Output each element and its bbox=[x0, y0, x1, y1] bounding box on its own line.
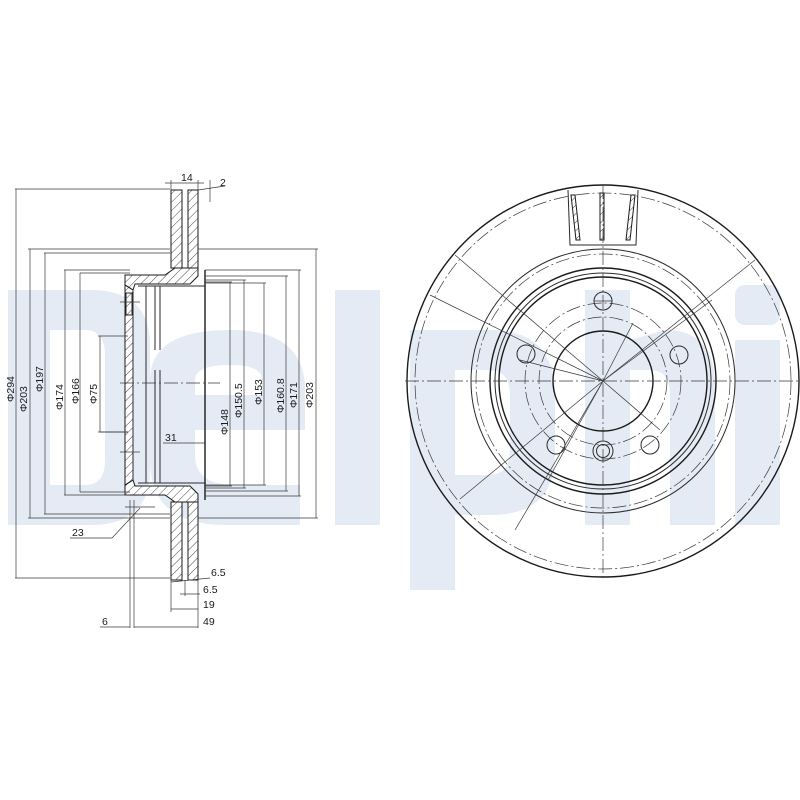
dim-diameter-150-5: Φ150.5 bbox=[233, 383, 245, 418]
dim-diameter-294: Φ294 bbox=[5, 376, 17, 402]
dim-offset-2: 2 bbox=[220, 177, 226, 189]
dim-6: 6 bbox=[102, 616, 108, 628]
dim-diameter-148: Φ148 bbox=[219, 409, 231, 435]
watermark bbox=[8, 285, 780, 590]
dim-diameter-171: Φ171 bbox=[288, 382, 300, 408]
dim-diameter-160-8: Φ160.8 bbox=[275, 378, 287, 413]
dim-49: 49 bbox=[203, 616, 215, 628]
dim-hat-depth-31: 31 bbox=[165, 432, 177, 444]
dim-6-5-a: 6.5 bbox=[211, 567, 226, 579]
front-view bbox=[405, 184, 800, 578]
dim-6-5-b: 6.5 bbox=[203, 584, 218, 596]
dim-leader-23: 23 bbox=[72, 527, 84, 539]
dim-diameter-174: Φ174 bbox=[54, 384, 66, 410]
dim-diameter-166: Φ166 bbox=[70, 378, 82, 404]
dim-diameter-203-left: Φ203 bbox=[18, 386, 30, 412]
side-section-view bbox=[15, 180, 318, 628]
dim-diameter-75: Φ75 bbox=[88, 384, 100, 404]
dim-width-14: 14 bbox=[181, 172, 193, 184]
dim-diameter-203-right: Φ203 bbox=[304, 382, 316, 408]
dim-diameter-197: Φ197 bbox=[34, 366, 46, 392]
dim-19: 19 bbox=[203, 599, 215, 611]
dim-diameter-153: Φ153 bbox=[253, 379, 265, 405]
side-view-labels: 14 2 Φ294 Φ203 Φ197 Φ174 Φ166 Φ75 Φ148 Φ… bbox=[5, 172, 316, 628]
